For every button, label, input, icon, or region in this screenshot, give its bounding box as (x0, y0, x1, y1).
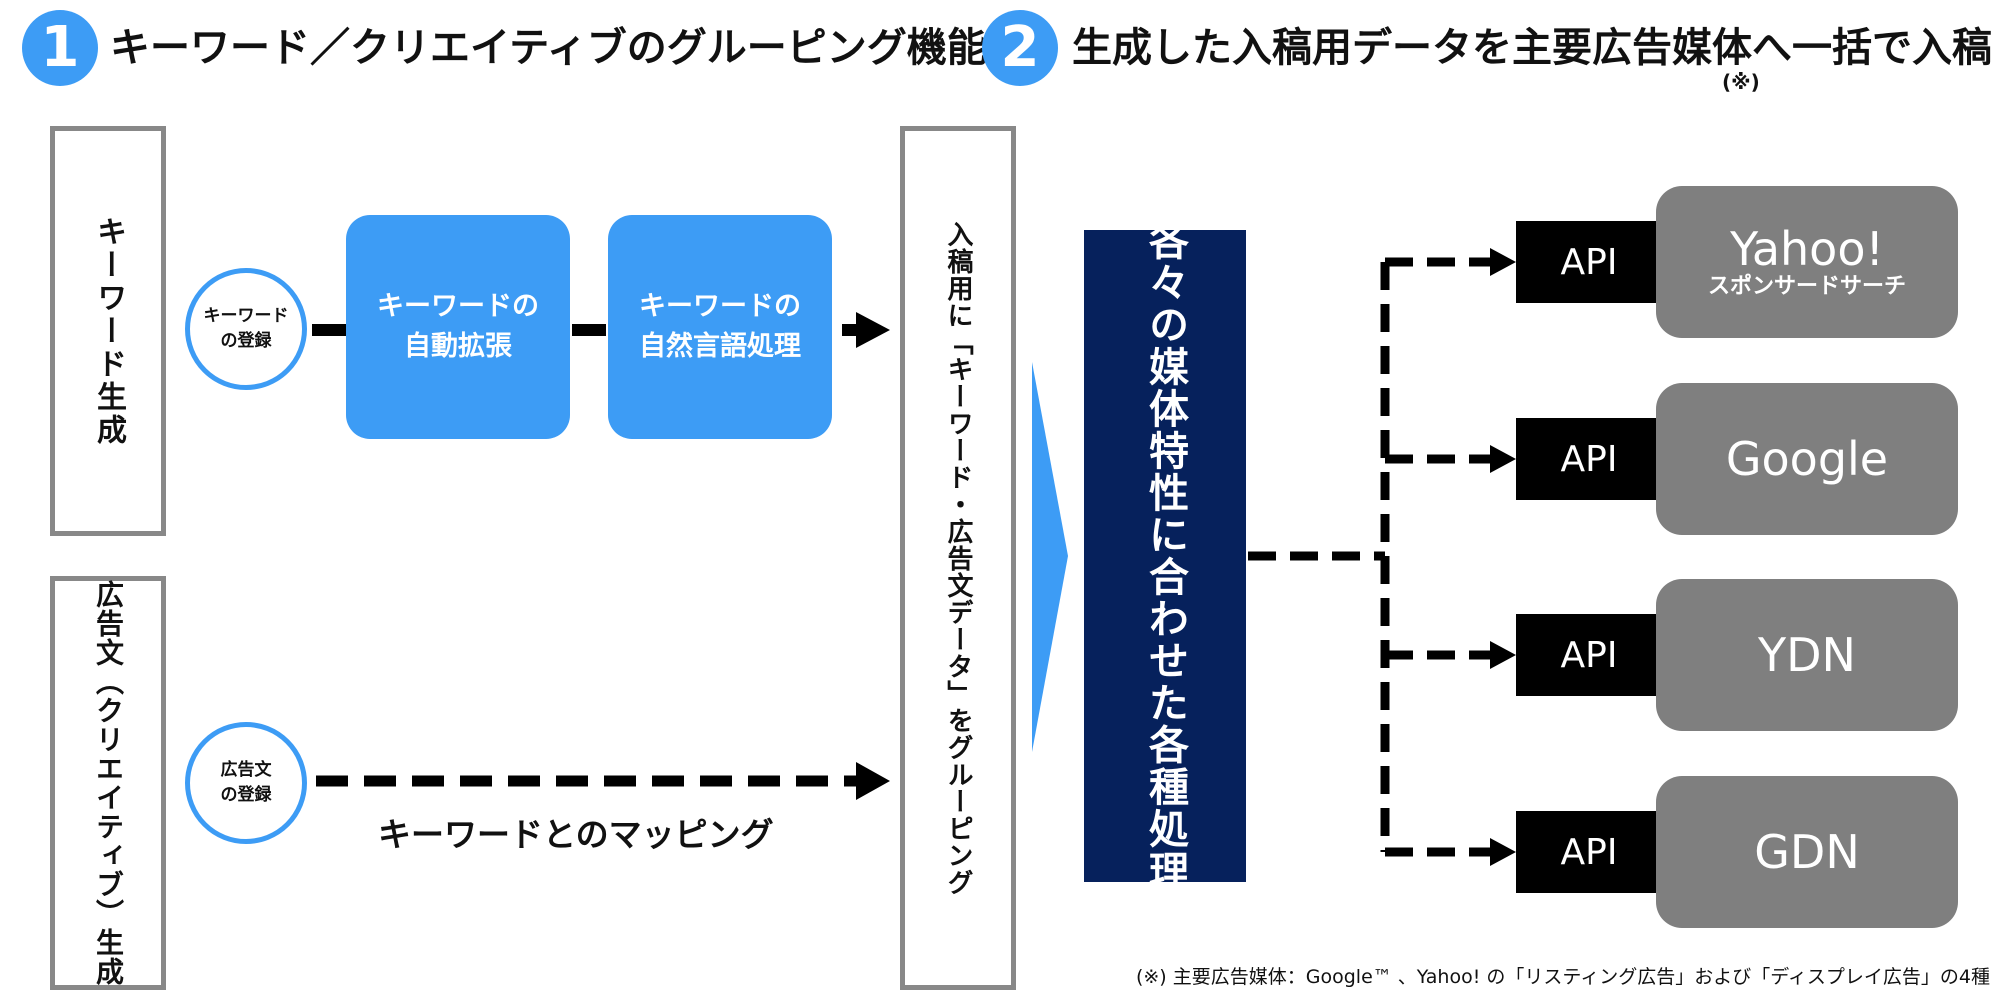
arrowhead-gdn (1490, 838, 1516, 866)
media-box-gdn: GDN (1656, 776, 1958, 928)
media-processing-box: 各々の媒体特性に合わせた各種処理 (1084, 220, 1246, 892)
media-box-ydn: YDN (1656, 579, 1958, 731)
media-name-ydn: YDN (1758, 627, 1856, 682)
api-label-yahoo: API (1516, 221, 1662, 303)
ad-register-line-2: の登録 (220, 785, 272, 805)
arrowhead-google (1490, 445, 1516, 473)
media-name-yahoo: Yahoo! (1730, 221, 1884, 276)
nlp-line-2: 自然言語処理 (639, 331, 801, 362)
arrowhead-yahoo (1490, 248, 1516, 276)
media-name-gdn: GDN (1754, 824, 1860, 879)
footnote: (※) 主要広告媒体：Google™ 、Yahoo! の「リスティング広告」およ… (1135, 966, 1990, 988)
section-2-title: 生成した入稿用データを主要広告媒体へ一括で入稿 (1072, 25, 1992, 71)
media-processing-label: 各々の媒体特性に合わせた各種処理 (1142, 220, 1188, 892)
media-box-yahoo: Yahoo! スポンサードサーチ (1656, 186, 1958, 338)
auto-expand-line-2: 自動拡張 (404, 331, 512, 362)
keyword-generation-box: キーワード生成 (50, 126, 166, 536)
arrowhead-nlp-to-grouping (856, 312, 890, 348)
keyword-register-circle: キーワード の登録 (185, 268, 307, 390)
section-2-note-mark: (※) (1722, 70, 1760, 94)
ad-generation-box: 広告文（クリエイティブ）生成 (50, 576, 166, 990)
ad-generation-label: 広告文（クリエイティブ）生成 (92, 580, 125, 986)
blue-chevron-arrow (1032, 362, 1068, 752)
auto-expand-line-1: キーワードの (377, 290, 539, 322)
keyword-mapping-label: キーワードとのマッピング (378, 815, 774, 854)
ad-register-circle: 広告文 の登録 (185, 722, 307, 844)
nlp-line-1: キーワードの (639, 290, 801, 322)
auto-expand-box: キーワードの 自動拡張 (346, 215, 570, 439)
keyword-register-line-2: の登録 (220, 331, 272, 351)
grouping-label: 入稿用に「キーワード・広告文データ」をグルーピング (943, 220, 973, 896)
api-label-gdn: API (1516, 811, 1662, 893)
media-name-google: Google (1725, 431, 1889, 486)
ad-register-line-1: 広告文 (220, 760, 272, 781)
nlp-box: キーワードの 自然言語処理 (608, 215, 832, 439)
arrowhead-ad-to-grouping (856, 762, 890, 800)
keyword-register-line-1: キーワード (203, 306, 289, 327)
section-1-title: キーワード／クリエイティブのグルーピング機能 (110, 25, 987, 71)
media-box-google: Google (1656, 383, 1958, 535)
section-1-number-badge: 1 (22, 10, 98, 86)
keyword-generation-label: キーワード生成 (91, 215, 126, 447)
grouping-box: 入稿用に「キーワード・広告文データ」をグルーピング (900, 126, 1016, 990)
media-sub-yahoo: スポンサードサーチ (1707, 274, 1906, 300)
section-2-number-badge: 2 (982, 10, 1058, 86)
arrowhead-ydn (1490, 641, 1516, 669)
api-label-google: API (1516, 418, 1662, 500)
api-label-ydn: API (1516, 614, 1662, 696)
